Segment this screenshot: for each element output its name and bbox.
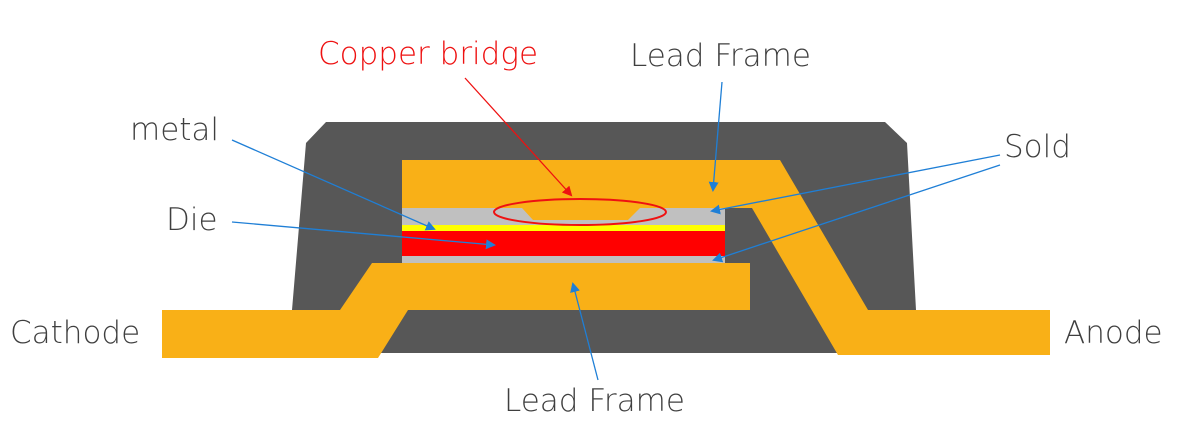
- lead-frame-top-arrow: [708, 81, 723, 192]
- lead-frame-bottom-arrow: [570, 282, 599, 381]
- anode-label: Anode: [1064, 315, 1163, 351]
- lead-frame-top: [402, 160, 1050, 355]
- lead-frame-bottom-label: Lead Frame: [504, 383, 685, 419]
- lead-frame-bottom: [162, 263, 750, 358]
- sold-label: Sold: [1004, 129, 1071, 165]
- lead-frame-top-label: Lead Frame: [630, 38, 811, 74]
- die-label: Die: [166, 202, 218, 238]
- die-arrow: [231, 221, 496, 250]
- sold-arrow-top: [710, 154, 1001, 215]
- metal-layer: [402, 225, 725, 231]
- metal-label: metal: [130, 112, 219, 148]
- die: [402, 231, 725, 256]
- sold-arrow-bottom: [712, 164, 1001, 263]
- copper-bridge-highlight: [493, 198, 667, 226]
- metal-arrow: [231, 139, 436, 231]
- copper-bridge: [522, 208, 640, 220]
- copper-bridge-label: Copper bridge: [318, 36, 538, 72]
- cathode-label: Cathode: [10, 315, 140, 351]
- solder-bottom: [402, 256, 725, 263]
- copper-bridge-arrow: [464, 77, 573, 197]
